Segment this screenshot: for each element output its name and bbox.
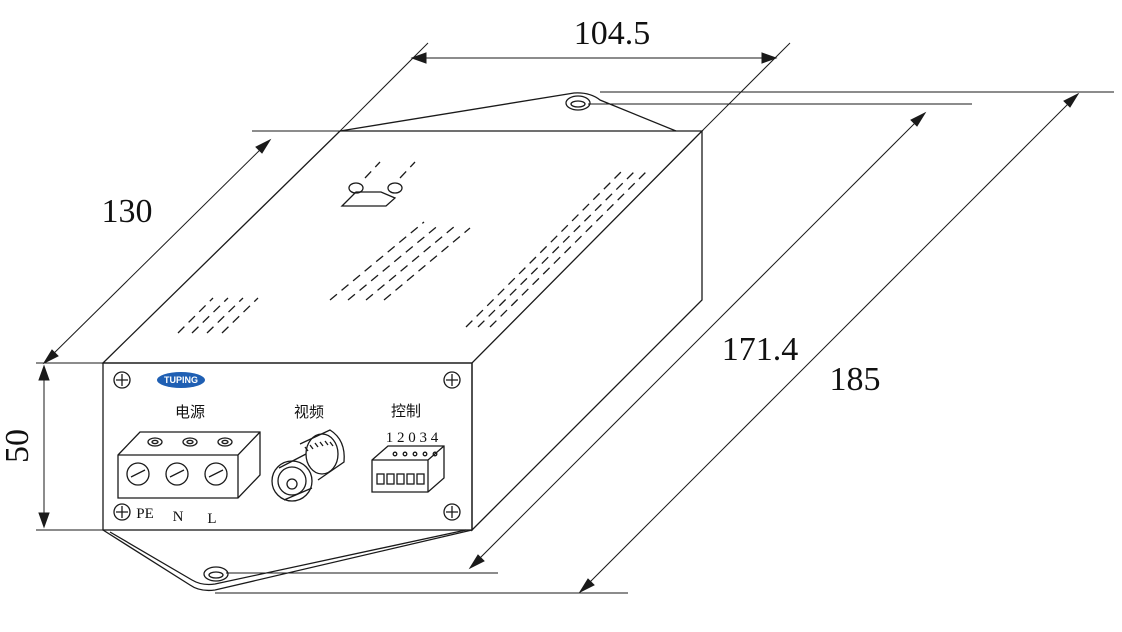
- front-panel: [102, 362, 473, 531]
- dimension-depth-label: 130: [102, 193, 153, 230]
- dip-numbers: 1 2 0 3 4: [386, 430, 439, 446]
- dimension-depth: [36, 130, 340, 365]
- terminal-l-label: L: [207, 511, 216, 527]
- dimension-height: [36, 364, 103, 531]
- panel-screw-bottom-left: [113, 503, 131, 521]
- brand-logo: TUPING: [157, 372, 205, 388]
- dimension-height-label: 50: [0, 429, 36, 463]
- dimension-outer-length-label: 185: [830, 361, 881, 398]
- top-face-details: [177, 161, 649, 334]
- box-body: [101, 130, 704, 532]
- terminal-n-label: N: [173, 509, 184, 525]
- terminal-pe-label: PE: [136, 506, 154, 522]
- bottom-flange: [102, 529, 473, 592]
- dimension-width: [339, 42, 791, 132]
- power-terminal-block: [117, 431, 261, 499]
- dimension-outer-length: [215, 91, 1114, 594]
- back-flange: [339, 92, 677, 132]
- power-label: 电源: [175, 403, 205, 421]
- panel-screw-top-right: [443, 371, 461, 389]
- logo-text: TUPING: [164, 375, 198, 385]
- dimension-width-label: 104.5: [574, 15, 651, 52]
- bnc-connector: [271, 429, 345, 502]
- control-label: 控制: [391, 402, 421, 420]
- dimension-inner-length-label: 171.4: [722, 331, 799, 368]
- panel-screw-bottom-right: [443, 503, 461, 521]
- top-face-bracket: [340, 182, 403, 207]
- dimension-inner-length: [226, 103, 972, 574]
- panel-screw-top-left: [113, 371, 131, 389]
- dip-switch: [371, 445, 445, 493]
- video-label: 视频: [294, 403, 324, 421]
